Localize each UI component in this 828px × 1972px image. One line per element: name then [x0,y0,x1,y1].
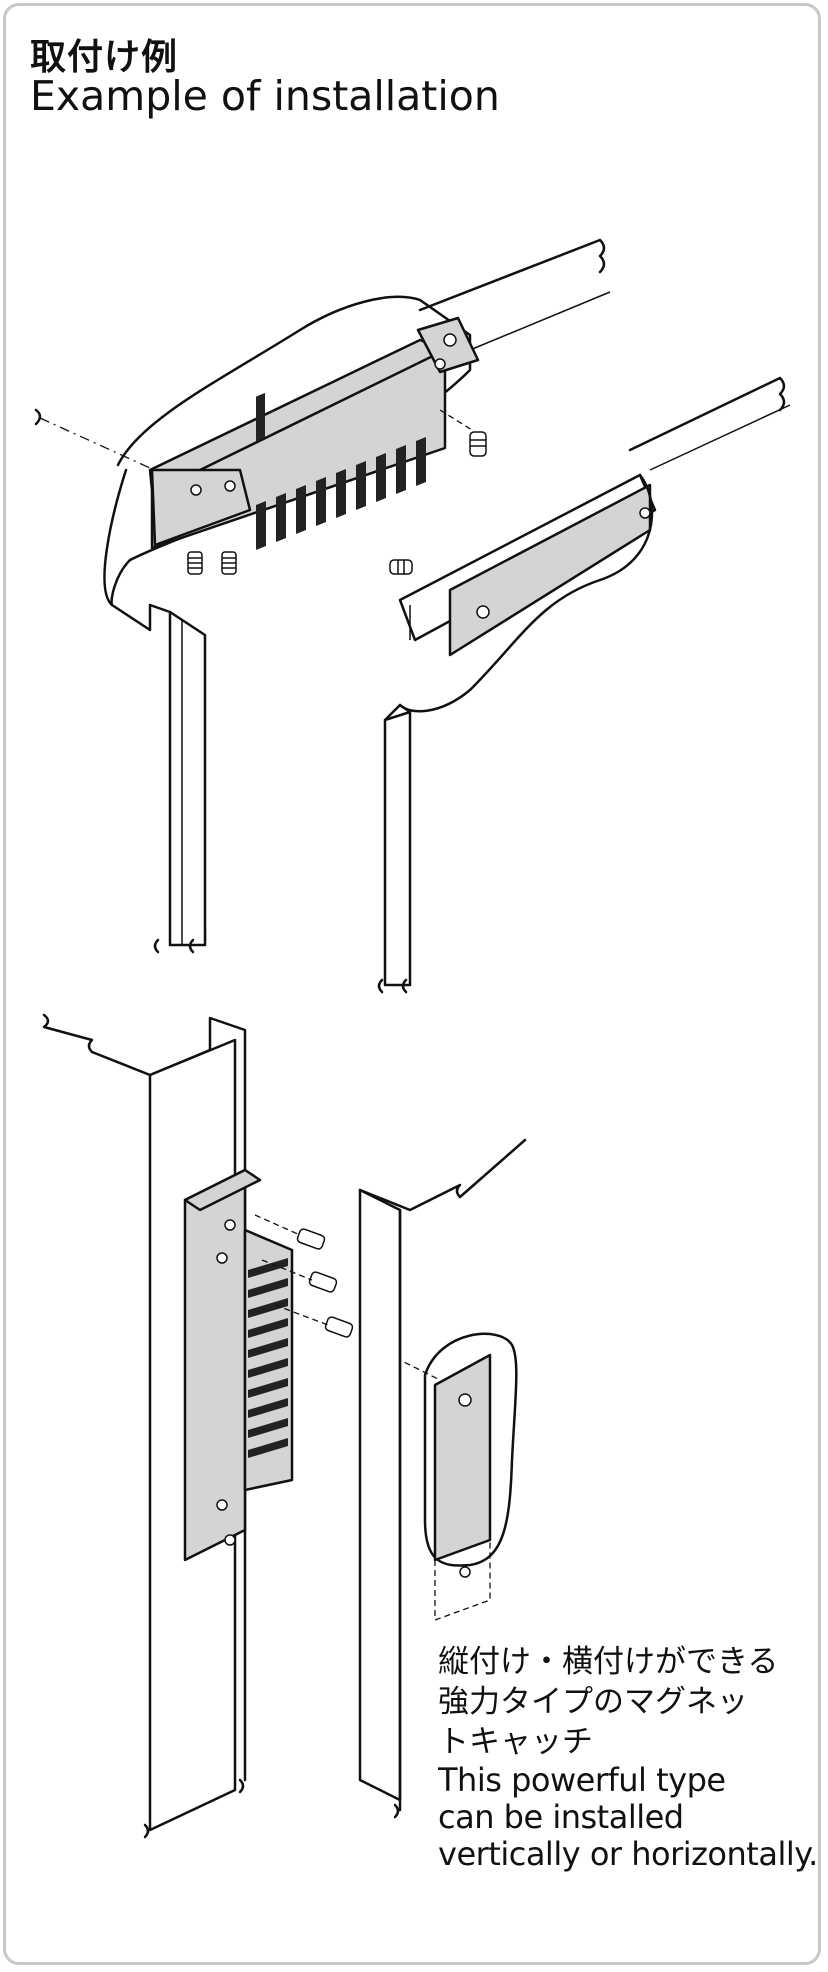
vertical-installation-figure [42,1013,527,1839]
screw-icon [389,559,413,575]
screw-icon [187,551,203,575]
screw-icon [324,1316,354,1338]
horizontal-installation-figure [34,238,791,994]
door-post [383,710,412,987]
screw-icon [308,1271,338,1293]
caption-english: This powerful type can be installed vert… [438,1761,818,1873]
screw-icon [221,551,237,575]
caption: 縦付け・横付けができる 強力タイプのマグネッ トキャッチ This powerf… [438,1642,818,1873]
screw-icon [296,1228,326,1250]
cutaway-oval [423,1332,518,1567]
left-post [168,610,207,947]
screw-icon [469,431,487,457]
door-top-edge-bottom [358,1138,527,1212]
magnet-slots-top [256,392,265,442]
door-side-panel [358,1188,402,1802]
title-english: Example of installation [30,72,500,120]
magnet-catch-vertical [183,1168,247,1562]
top-panel-edge [418,238,606,312]
magnet-slots-bottom [248,1258,288,1458]
caption-japanese: 縦付け・横付けができる 強力タイプのマグネッ トキャッチ [438,1644,779,1760]
door-top-edge [628,376,786,452]
centerline [39,417,151,469]
title-japanese: 取付け例 [30,37,179,78]
diagram-frame [3,3,821,1965]
strike-plate-vertical [433,1353,492,1562]
